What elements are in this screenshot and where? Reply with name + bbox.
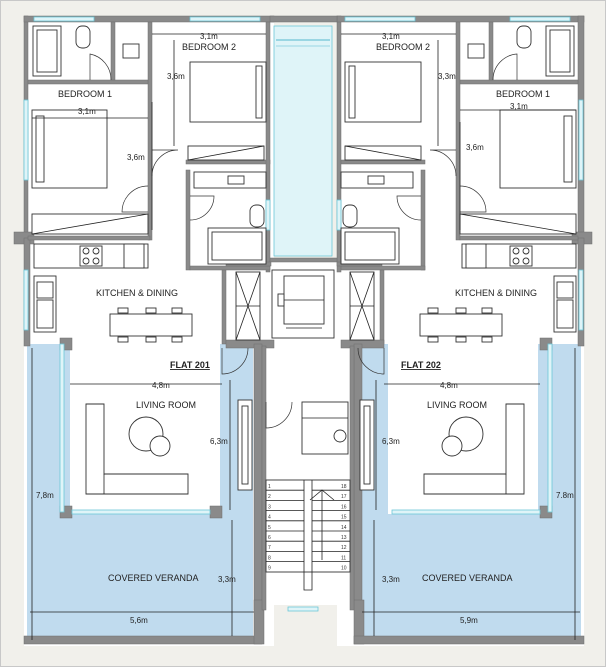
flat-201-label: FLAT 201 <box>170 360 210 370</box>
dim-b2-left-width: 3,1m <box>200 32 218 41</box>
living-right-label: LIVING ROOM <box>427 400 487 410</box>
stair-number: 17 <box>341 494 347 500</box>
dim-living-right-width: 4,8m <box>440 381 458 390</box>
fixtures-right <box>340 25 577 495</box>
stair-number: 11 <box>341 555 346 561</box>
bedroom-1-right-label: BEDROOM 1 <box>496 89 550 99</box>
dim-b1-right-height: 3,6m <box>466 143 484 152</box>
kitchen-left-label: KITCHEN & DINING <box>96 288 178 298</box>
dim-living-left-height: 6,3m <box>210 437 228 446</box>
stair-number: 7 <box>268 545 271 551</box>
stair-numbers-right: 18 17 16 15 14 13 12 11 10 <box>341 484 347 572</box>
glazing <box>23 16 584 612</box>
fixtures-left <box>31 25 293 495</box>
stair-number: 5 <box>268 525 271 531</box>
stair-number: 10 <box>341 566 347 572</box>
stair-number: 16 <box>341 504 347 510</box>
stair-number: 2 <box>268 494 271 500</box>
dim-veranda-right-total: 7.8m <box>556 491 574 500</box>
dim-veranda-left-width: 5,6m <box>130 616 148 625</box>
dim-b1-right-width: 3,1m <box>510 102 528 111</box>
dim-living-right-height: 6,3m <box>382 437 400 446</box>
dim-veranda-left-total: 7,8m <box>36 491 54 500</box>
veranda-right-label: COVERED VERANDA <box>422 573 513 583</box>
stair-number: 6 <box>268 535 271 541</box>
living-left-label: LIVING ROOM <box>136 400 196 410</box>
dim-b2-right-width: 3,1m <box>382 32 400 41</box>
dim-b2-left-height: 3,6m <box>167 72 185 81</box>
stair-number: 3 <box>268 504 271 510</box>
stair-number: 9 <box>268 566 271 572</box>
stair-number: 1 <box>268 484 271 490</box>
dim-b2-right-height: 3,3m <box>438 72 456 81</box>
kitchen-right-label: KITCHEN & DINING <box>455 288 537 298</box>
core <box>235 269 375 591</box>
dim-b1-left-height: 3,6m <box>127 153 145 162</box>
dimension-lines <box>30 33 580 640</box>
stair-number: 8 <box>268 555 271 561</box>
stair-number: 14 <box>341 525 347 531</box>
veranda-left-label: COVERED VERANDA <box>108 573 199 583</box>
stair-number: 18 <box>341 484 347 490</box>
stair-treads <box>266 489 350 562</box>
stair-numbers-left: 1 2 3 4 5 6 7 8 9 <box>268 484 271 572</box>
bedroom-1-left-label: BEDROOM 1 <box>58 89 112 99</box>
dim-b1-left-width: 3,1m <box>78 107 96 116</box>
flat-202-label: FLAT 202 <box>401 360 441 370</box>
stair-number: 12 <box>341 545 347 551</box>
stair-number: 15 <box>341 515 347 521</box>
dim-veranda-right-width: 5,9m <box>460 616 478 625</box>
bedroom-2-left-label: BEDROOM 2 <box>182 42 236 52</box>
dim-veranda-left-depth: 3,3m <box>218 575 236 584</box>
bedroom-2-right-label: BEDROOM 2 <box>376 42 430 52</box>
dim-veranda-right-depth: 3,3m <box>382 575 400 584</box>
dim-living-left-width: 4,8m <box>152 381 170 390</box>
stair-number: 13 <box>341 535 347 541</box>
stair-number: 4 <box>268 515 271 521</box>
